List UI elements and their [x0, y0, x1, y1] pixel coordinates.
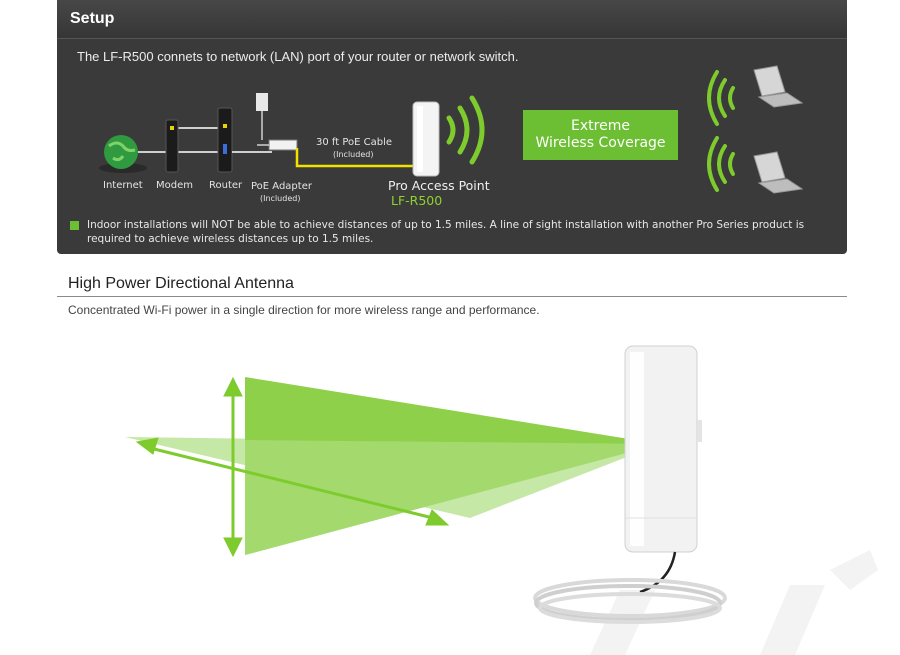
poe-adapter-label: PoE Adapter — [251, 181, 312, 192]
cable-icon — [533, 551, 727, 624]
access-point-icon — [412, 101, 440, 177]
coverage-line-2: Wireless Coverage — [535, 135, 666, 151]
poe-adapter-sub-label: (Included) — [260, 194, 301, 203]
cable-label: 30 ft PoE Cable — [316, 137, 393, 148]
feature-description: Concentrated Wi-Fi power in a single dir… — [68, 303, 540, 317]
coverage-badge: Extreme Wireless Coverage — [523, 110, 678, 160]
laptop-icon — [707, 136, 804, 194]
network-diagram — [99, 65, 804, 194]
feature-divider — [57, 296, 847, 297]
feature-title: High Power Directional Antenna — [68, 275, 294, 292]
horizontal-arrow-icon — [135, 437, 450, 526]
installation-note: Indoor installations will NOT be able to… — [87, 219, 805, 245]
access-point-device-icon — [624, 345, 702, 553]
laptop-icon — [707, 65, 804, 126]
router-icon — [217, 107, 233, 173]
setup-panel: Setup The LF-R500 connets to network (LA… — [57, 0, 847, 254]
globe-icon — [99, 135, 147, 173]
watermark — [590, 550, 878, 655]
model-label: LF-R500 — [391, 193, 443, 208]
note-bullet-icon — [70, 221, 79, 230]
setup-header: Setup — [57, 0, 847, 39]
signal-icon — [446, 95, 485, 165]
setup-description: The LF-R500 connets to network (LAN) por… — [77, 49, 519, 64]
beam-icon — [125, 377, 660, 555]
coverage-line-1: Extreme — [571, 118, 630, 134]
antenna-illustration — [125, 345, 878, 655]
modem-label: Modem — [156, 180, 193, 191]
router-label: Router — [209, 180, 243, 191]
internet-label: Internet — [103, 180, 143, 191]
access-point-label: Pro Access Point — [388, 178, 490, 193]
modem-icon — [165, 119, 179, 173]
cable-sub-label: (Included) — [333, 150, 374, 159]
setup-title: Setup — [70, 10, 115, 27]
poe-adapter-icon — [256, 93, 298, 151]
